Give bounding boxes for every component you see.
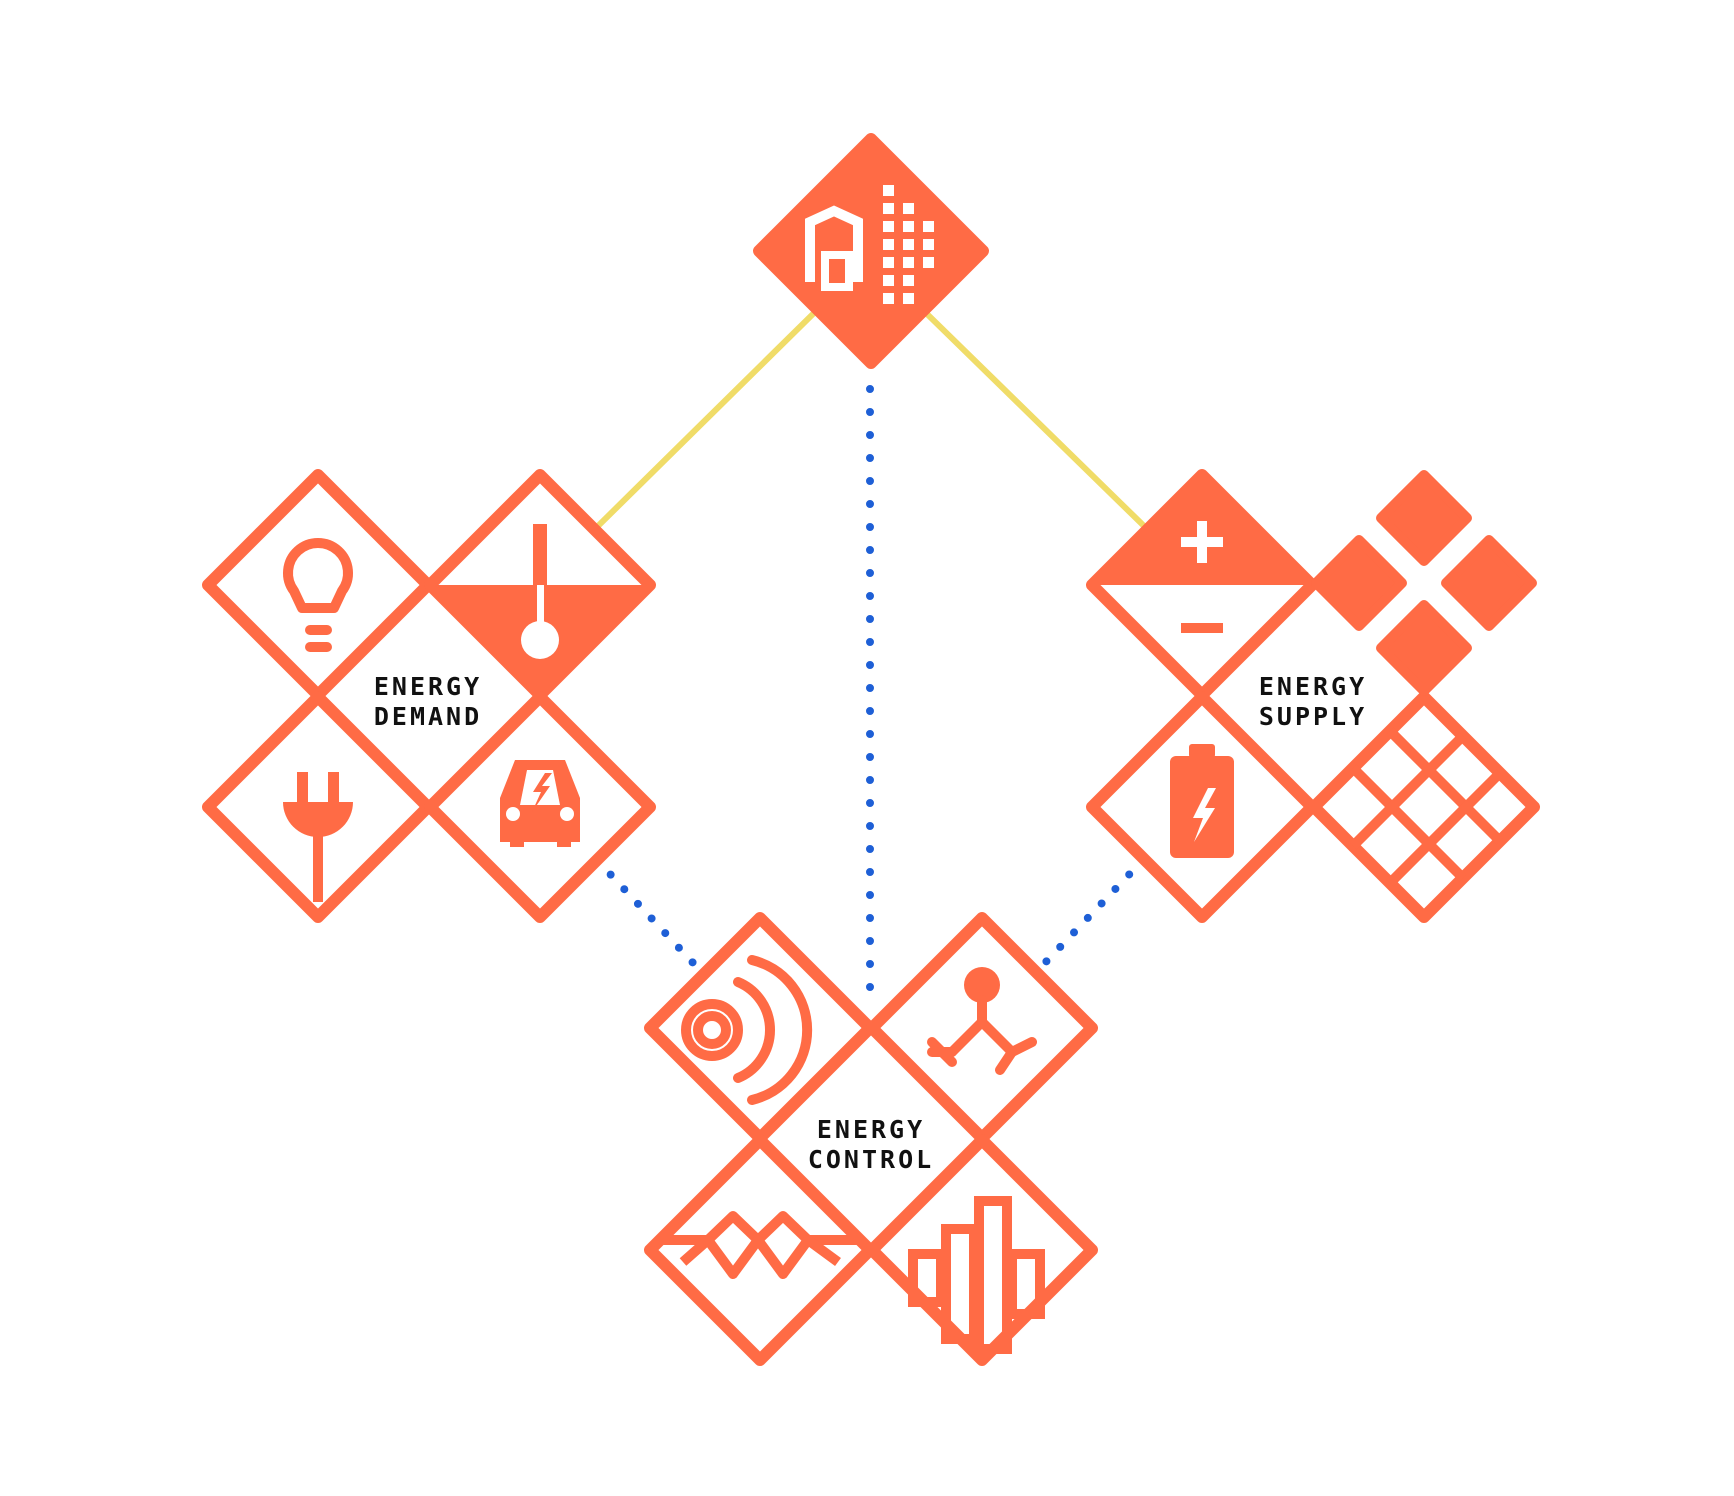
buildings-icon <box>805 185 934 304</box>
cluster-energy-demand: ENERGY DEMAND <box>202 469 656 923</box>
solar-panel-icon <box>1349 727 1504 887</box>
supply-diamond-battery <box>1086 691 1318 923</box>
electric-car-icon <box>500 760 580 847</box>
connector-demand-control <box>593 856 700 970</box>
cluster-energy-supply: ENERGY SUPPLY <box>1086 469 1540 923</box>
thermometer-icon <box>521 524 559 659</box>
supply-label-line2: SUPPLY <box>1259 702 1367 731</box>
signal-waves-icon <box>681 955 813 1105</box>
battery-icon <box>1170 744 1234 858</box>
control-label-line1: ENERGY <box>817 1115 925 1144</box>
load-wave-icon <box>660 1211 858 1279</box>
lightbulb-icon <box>283 538 353 652</box>
network-node-icon <box>927 967 1037 1075</box>
bar-graph-icon <box>908 1196 1045 1354</box>
connector-supply-control <box>1038 856 1147 970</box>
connector-hub-demand <box>595 309 818 529</box>
control-diamond-bars <box>866 1134 1098 1366</box>
connector-hub-supply <box>922 309 1147 529</box>
plus-minus-icon <box>1181 521 1223 633</box>
demand-diamond-car <box>424 691 656 923</box>
supply-diamond-solar <box>1308 691 1540 923</box>
wind-turbine-icon <box>1311 470 1537 696</box>
hub-buildings <box>753 133 989 369</box>
cluster-energy-control: ENERGY CONTROL <box>644 912 1098 1366</box>
demand-diamond-lightbulb <box>202 469 434 701</box>
demand-diamond-plug <box>202 691 434 923</box>
plug-icon <box>283 772 353 902</box>
control-diamond-wave <box>644 1134 876 1366</box>
control-label-line2: CONTROL <box>808 1145 934 1174</box>
hub-diamond <box>753 133 989 369</box>
demand-label-line1: ENERGY <box>374 672 482 701</box>
supply-label-line1: ENERGY <box>1259 672 1367 701</box>
connectors <box>593 309 1147 1004</box>
demand-label-line2: DEMAND <box>374 702 482 731</box>
